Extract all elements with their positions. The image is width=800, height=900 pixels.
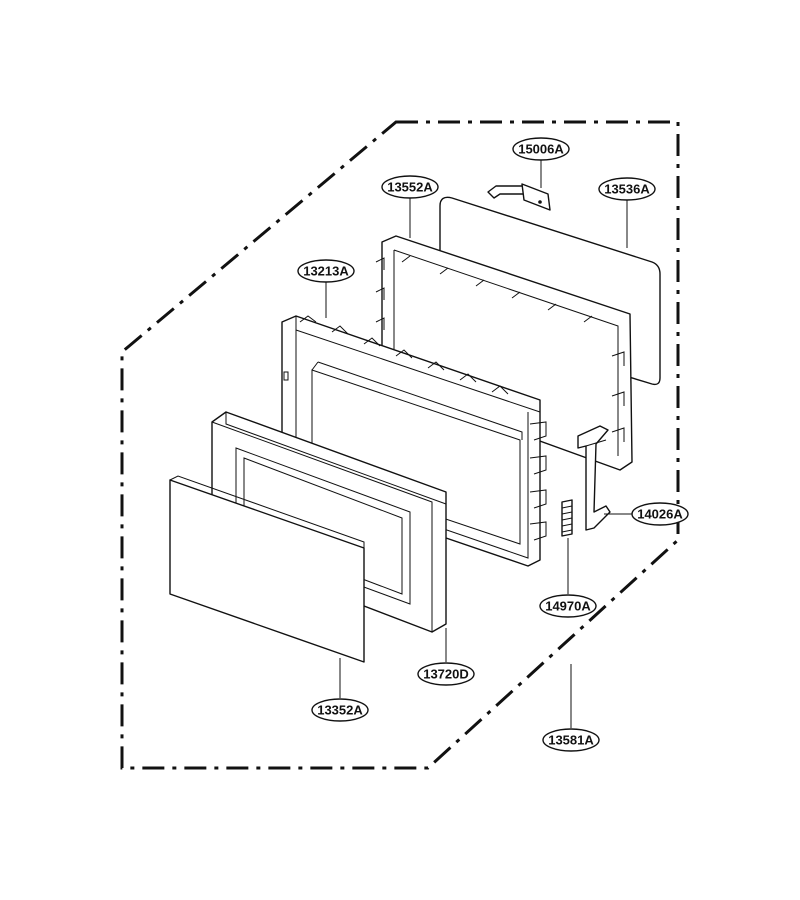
callout-label: 13720D <box>423 667 469 682</box>
callout-label: 13352A <box>317 703 363 718</box>
door-assembly-boundary <box>120 120 680 770</box>
callout-13352A: 13352A <box>311 698 369 722</box>
callout-label: 15006A <box>518 142 564 157</box>
choke-cover-part <box>375 235 633 471</box>
callout-label: 13552A <box>387 180 433 195</box>
callout-13720D: 13720D <box>417 662 475 686</box>
callout-14026A: 14026A <box>631 502 689 526</box>
door-lever-part <box>577 425 611 531</box>
latch-spring-part <box>561 499 573 537</box>
door-panel-part <box>211 411 447 633</box>
callout-label: 13536A <box>604 182 650 197</box>
door-screen-part <box>169 475 365 663</box>
callout-13581A: 13581A <box>542 728 600 752</box>
callout-15006A: 15006A <box>512 137 570 161</box>
callout-14970A: 14970A <box>539 594 597 618</box>
callout-label: 14970A <box>545 599 591 614</box>
leader-lines <box>325 160 632 728</box>
callout-label: 14026A <box>637 507 683 522</box>
callout-13536A: 13536A <box>598 177 656 201</box>
callout-label: 13581A <box>548 733 594 748</box>
callout-label: 13213A <box>303 264 349 279</box>
callout-13213A: 13213A <box>297 259 355 283</box>
callout-13552A: 13552A <box>381 175 439 199</box>
latch-hook-part <box>487 183 551 211</box>
